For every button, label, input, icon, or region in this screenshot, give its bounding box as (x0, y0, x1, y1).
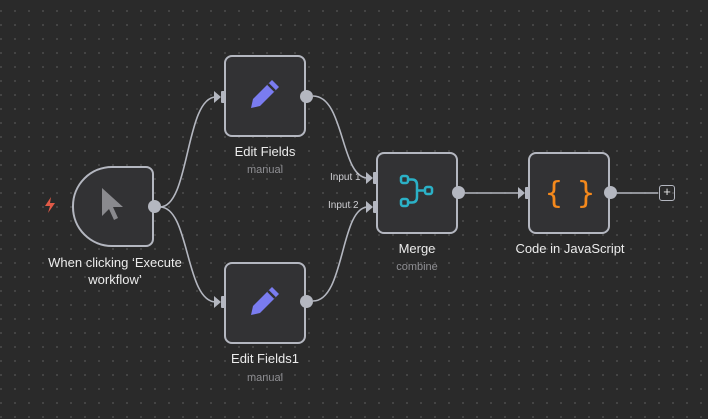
arrowhead-edit-fields (214, 91, 221, 103)
trigger-label-line1: When clicking ‘Execute (48, 255, 182, 270)
merge-output-handle[interactable] (452, 186, 465, 199)
pencil-icon (248, 77, 282, 116)
node-edit-fields1[interactable] (224, 262, 306, 344)
connection-edit-fields1-to-merge[interactable] (312, 206, 369, 302)
code-output-handle[interactable] (604, 186, 617, 199)
code-braces-icon: { } (544, 175, 595, 211)
trigger-label-line2: workflow’ (88, 272, 142, 287)
edit-fields1-subtitle: manual (246, 372, 284, 384)
edit-fields-output-handle[interactable] (300, 90, 313, 103)
merge-input1-label: Input 1 (330, 172, 361, 183)
arrowhead-merge-input2 (366, 201, 373, 213)
merge-label: Merge (398, 241, 436, 256)
node-code-javascript[interactable]: { } (528, 152, 610, 234)
trigger-node-label: When clicking ‘Execute workflow’ (30, 254, 200, 288)
arrowhead-edit-fields1 (214, 296, 221, 308)
cursor-pointer-icon (99, 186, 127, 227)
add-node-button[interactable]: + (659, 185, 675, 201)
arrowhead-merge-input1 (366, 172, 373, 184)
edit-fields1-label: Edit Fields1 (231, 351, 299, 366)
connection-trigger-to-edit-fields1[interactable] (159, 206, 217, 303)
code-label: Code in JavaScript (515, 241, 625, 256)
connection-edit-fields-to-merge[interactable] (312, 95, 369, 179)
node-merge[interactable] (376, 152, 458, 234)
edit-fields1-output-handle[interactable] (300, 295, 313, 308)
edit-fields-subtitle: manual (246, 164, 284, 176)
trigger-output-handle[interactable] (148, 200, 161, 213)
lightning-bolt-icon (44, 197, 56, 216)
node-trigger-manual[interactable] (72, 166, 154, 247)
merge-input2-label: Input 2 (328, 200, 359, 211)
node-edit-fields[interactable] (224, 55, 306, 137)
edit-fields-label: Edit Fields (234, 144, 296, 159)
connection-trigger-to-edit-fields[interactable] (159, 96, 217, 208)
merge-subtitle: combine (396, 261, 438, 273)
arrowhead-code (518, 187, 525, 199)
merge-icon (399, 173, 435, 214)
pencil-icon (248, 284, 282, 323)
